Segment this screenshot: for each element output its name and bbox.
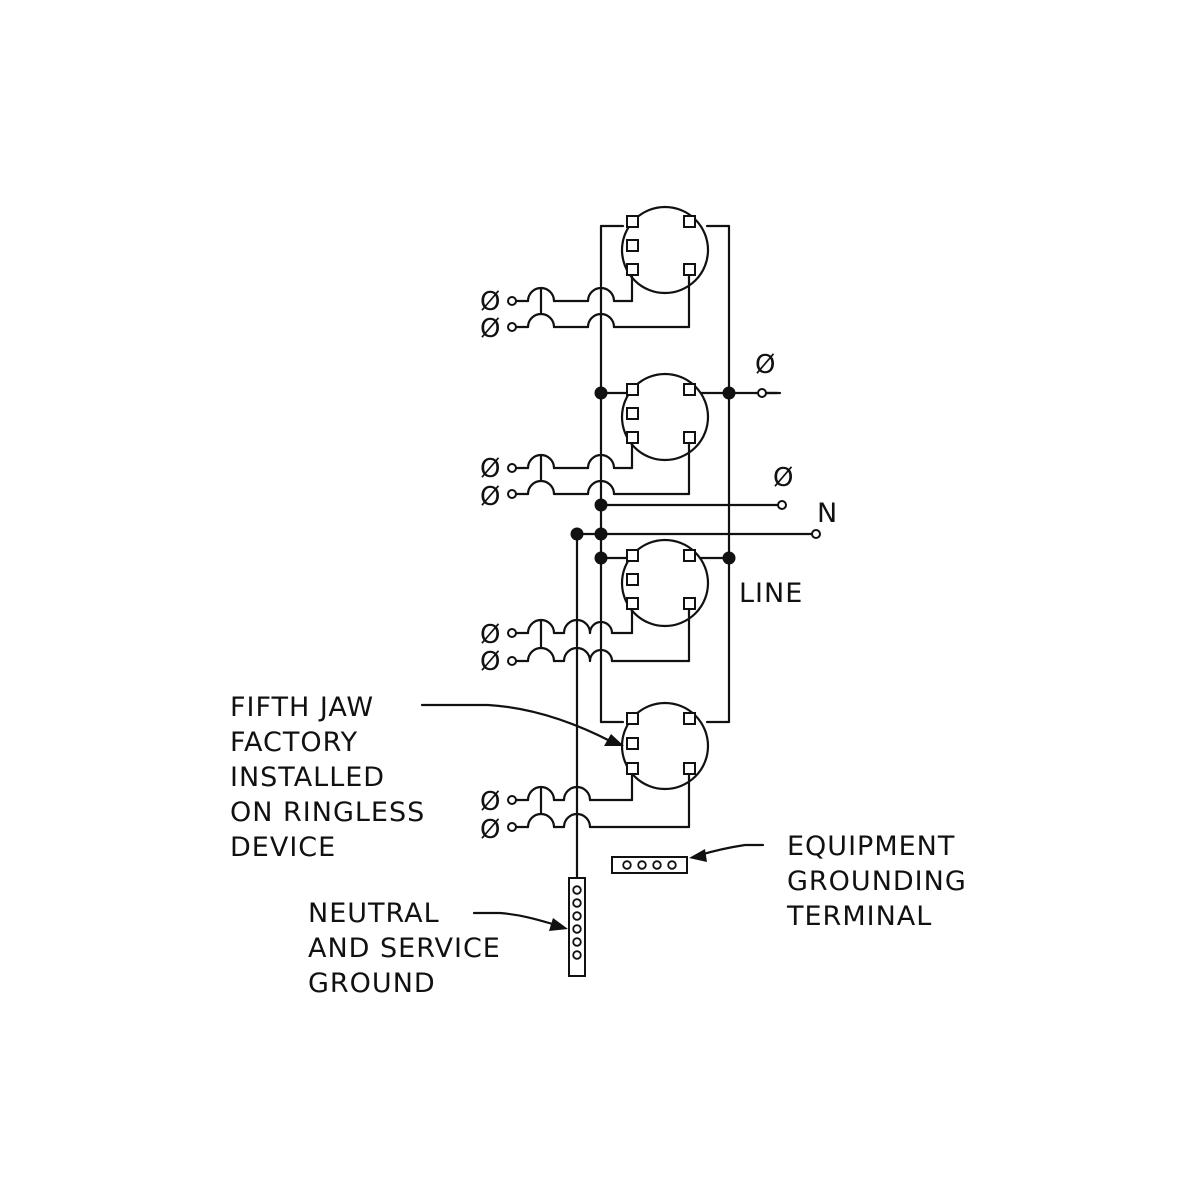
neutral-ground-label-line-2: AND SERVICE bbox=[308, 933, 501, 964]
meter-socket-4 bbox=[620, 701, 710, 829]
fifth-jaw-label-line-2: FACTORY bbox=[230, 727, 358, 758]
junction-dots bbox=[570, 386, 736, 565]
equipment-ground-label-line-3: TERMINAL bbox=[786, 901, 932, 932]
neutral-ground-label-line-1: NEUTRAL bbox=[308, 898, 440, 929]
phase-symbol: Ø bbox=[480, 647, 501, 677]
meter-socket-2 bbox=[620, 372, 710, 496]
neutral-symbol: N bbox=[817, 498, 838, 529]
neutral-ground-bar bbox=[568, 877, 586, 977]
meter-socket-3 bbox=[620, 538, 710, 663]
load-leads-1 bbox=[507, 286, 691, 332]
fifth-jaw-label-line-4: ON RINGLESS bbox=[230, 797, 425, 828]
fifth-jaw-callout: FIFTH JAW FACTORY INSTALLED ON RINGLESS … bbox=[230, 692, 624, 863]
equipment-grounding-bar bbox=[611, 856, 688, 874]
phase-symbol: Ø bbox=[480, 620, 501, 650]
fifth-jaw-label-line-5: DEVICE bbox=[230, 832, 336, 863]
neutral-ground-label-line-3: GROUND bbox=[308, 968, 436, 999]
phase-symbol: Ø bbox=[480, 787, 501, 817]
equipment-ground-callout: EQUIPMENT GROUNDING TERMINAL bbox=[689, 831, 967, 932]
phase-symbol: Ø bbox=[480, 815, 501, 845]
phase-symbol: Ø bbox=[773, 463, 794, 493]
phase-symbol: Ø bbox=[755, 350, 776, 380]
phase-symbol: Ø bbox=[480, 314, 501, 344]
phase-symbol: Ø bbox=[480, 287, 501, 317]
fifth-jaw-label-line-1: FIFTH JAW bbox=[230, 692, 374, 723]
phase-symbol: Ø bbox=[480, 482, 501, 512]
phase-symbols: Ø Ø Ø Ø Ø Ø Ø Ø Ø Ø bbox=[480, 287, 794, 845]
phase-symbol: Ø bbox=[480, 454, 501, 484]
fifth-jaw-label-line-3: INSTALLED bbox=[230, 762, 385, 793]
equipment-ground-label-line-1: EQUIPMENT bbox=[787, 831, 955, 862]
load-leads-3 bbox=[507, 618, 691, 666]
load-leads-2 bbox=[507, 453, 691, 499]
line-bus bbox=[599, 224, 731, 724]
equipment-ground-label-line-2: GROUNDING bbox=[787, 866, 967, 897]
neutral-ground-callout: NEUTRAL AND SERVICE GROUND bbox=[308, 898, 568, 999]
line-terminals bbox=[757, 388, 821, 539]
line-label: LINE bbox=[739, 578, 803, 609]
meter-socket-1 bbox=[620, 205, 710, 329]
load-leads-4 bbox=[507, 785, 691, 832]
